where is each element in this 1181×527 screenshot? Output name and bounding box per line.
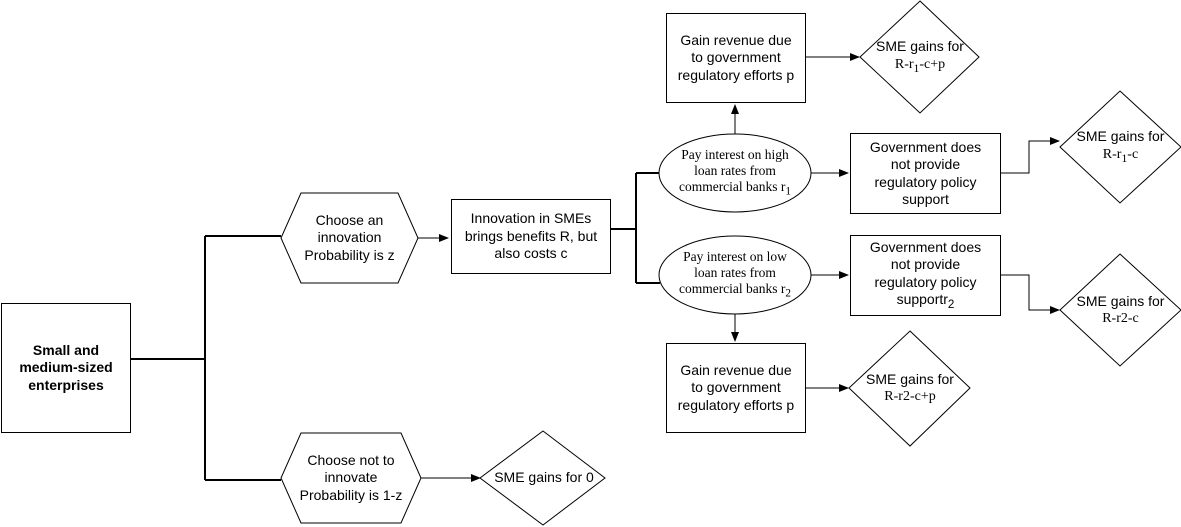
gov-no-support-1-box: Government does not provide regulatory p… — [850, 133, 1001, 214]
low-rate-line-3: commercial banks r2 — [679, 281, 791, 301]
innovation-fork-lines — [611, 172, 660, 284]
diamond-sme-high — [1059, 90, 1181, 204]
diamond-sme-top — [859, 0, 980, 114]
sme-bottom-line-2: R-r2-c+p — [884, 389, 936, 404]
gain-revenue-bottom-box: Gain revenue due to government regulator… — [666, 343, 806, 433]
sme-top-line-1: SME gains for — [876, 38, 964, 55]
choose-innovate-line-1: Choose an — [315, 211, 384, 228]
innovation-box: Innovation in SMEs brings benefits R, bu… — [451, 199, 611, 274]
high-rate-sub: 1 — [785, 185, 792, 198]
root-line-1: Small and — [32, 341, 100, 358]
arrow-gov2-to-sme — [1001, 274, 1060, 314]
gain-bottom-line-1: Gain revenue due — [680, 361, 792, 378]
choose-not-label: Choose not to innovate Probability is 1-… — [284, 433, 418, 523]
gov2-line-2: not provide — [890, 256, 961, 273]
sme-high-pre: R-r — [1102, 146, 1122, 162]
high-rate-line-3: commercial banks r1 — [679, 179, 791, 199]
sme-high-line-2: R-r1-c — [1077, 146, 1165, 166]
sme-low-label: SME gains for R-r2-c — [1062, 290, 1179, 330]
gain-top-line-3: regulatory efforts p — [677, 66, 795, 83]
gain-zero-line-1: SME gains for 0 — [494, 469, 594, 486]
innovation-line-1: Innovation in SMEs — [470, 210, 592, 227]
gov1-line-1: Government does — [869, 138, 982, 155]
high-rate-label: Pay interest on high loan rates from com… — [662, 140, 808, 206]
hexagon-choose-not — [280, 432, 422, 524]
innovation-line-2: brings benefits R, but — [464, 227, 598, 244]
gov1-line-4: support — [902, 191, 949, 207]
gov2-line-1: Government does — [869, 238, 982, 255]
sme-high-label: SME gains for R-r1-c — [1062, 127, 1179, 167]
gov2-line-4-sub: 2 — [947, 297, 955, 311]
low-rate-sub: 2 — [785, 287, 792, 300]
root-line-3: enterprises — [28, 376, 104, 393]
gain-top-line-2: to government — [691, 49, 781, 66]
choose-not-line-3: Probability is 1-z — [299, 486, 403, 503]
sme-top-sub: 1 — [913, 61, 920, 75]
ellipse-low-rate — [658, 235, 812, 315]
arrow-gov1-to-sme — [1001, 137, 1060, 174]
root-line-2: medium-sized — [19, 359, 113, 376]
choose-not-line-2: innovate — [324, 469, 378, 486]
low-rate-line-2: loan rates from — [694, 264, 776, 280]
gov1-line-2: not provide — [890, 156, 961, 172]
gain-revenue-top-box: Gain revenue due to government regulator… — [666, 13, 806, 103]
ellipse-high-rate — [658, 133, 812, 213]
sme-low-line-2: R-r2-c — [1102, 311, 1139, 326]
sme-high-sub: 1 — [1121, 151, 1128, 165]
sme-high-post: -c — [1127, 146, 1139, 162]
gov2-line-3: regulatory policy — [874, 273, 977, 290]
high-rate-line-2: loan rates from — [694, 162, 776, 178]
gain-zero-label: SME gains for 0 — [482, 458, 606, 498]
hexagon-choose-innovate — [280, 192, 419, 284]
sme-high-line-1: SME gains for — [1076, 128, 1165, 145]
gain-top-line-1: Gain revenue due — [680, 31, 792, 48]
sme-bottom-line-1: SME gains for — [866, 370, 954, 387]
diamond-sme-low — [1059, 253, 1181, 367]
sme-low-line-1: SME gains for — [1076, 292, 1165, 309]
sme-top-line-2: R-r1-c+p — [876, 56, 964, 76]
root-branch-lines — [131, 235, 281, 481]
high-rate-line-1: Pay interest on high — [681, 146, 789, 162]
diamond-gain-zero — [479, 430, 606, 526]
gain-bottom-line-3: regulatory efforts p — [677, 396, 795, 413]
sme-bottom-label: SME gains for R-r2-c+p — [851, 368, 969, 408]
gov2-line-4: supportr2 — [870, 291, 981, 312]
choose-innovate-line-2: innovation — [317, 229, 382, 246]
innovation-line-3: also costs c — [494, 245, 568, 262]
low-rate-line-3-text: commercial banks r — [678, 281, 786, 297]
sme-top-post: -c+p — [919, 56, 946, 72]
root-box: Small and medium-sized enterprises — [1, 303, 131, 433]
low-rate-label: Pay interest on low loan rates from comm… — [662, 242, 808, 308]
gov-no-support-2-box: Government does not provide regulatory p… — [850, 235, 1001, 316]
diamond-sme-bottom — [848, 330, 971, 447]
gov2-line-4-text: supportr — [896, 291, 948, 308]
gov1-line-3: regulatory policy — [874, 173, 977, 190]
high-rate-line-3-text: commercial banks r — [678, 179, 786, 195]
choose-not-line-1: Choose not to — [307, 451, 395, 468]
gain-bottom-line-2: to government — [691, 379, 781, 396]
choose-innovate-label: Choose an innovation Probability is z — [286, 193, 413, 283]
choose-innovate-line-3: Probability is z — [304, 246, 395, 263]
sme-top-label: SME gains for R-r1-c+p — [862, 37, 978, 77]
sme-top-pre: R-r — [894, 56, 914, 72]
low-rate-line-1: Pay interest on low — [683, 248, 787, 264]
